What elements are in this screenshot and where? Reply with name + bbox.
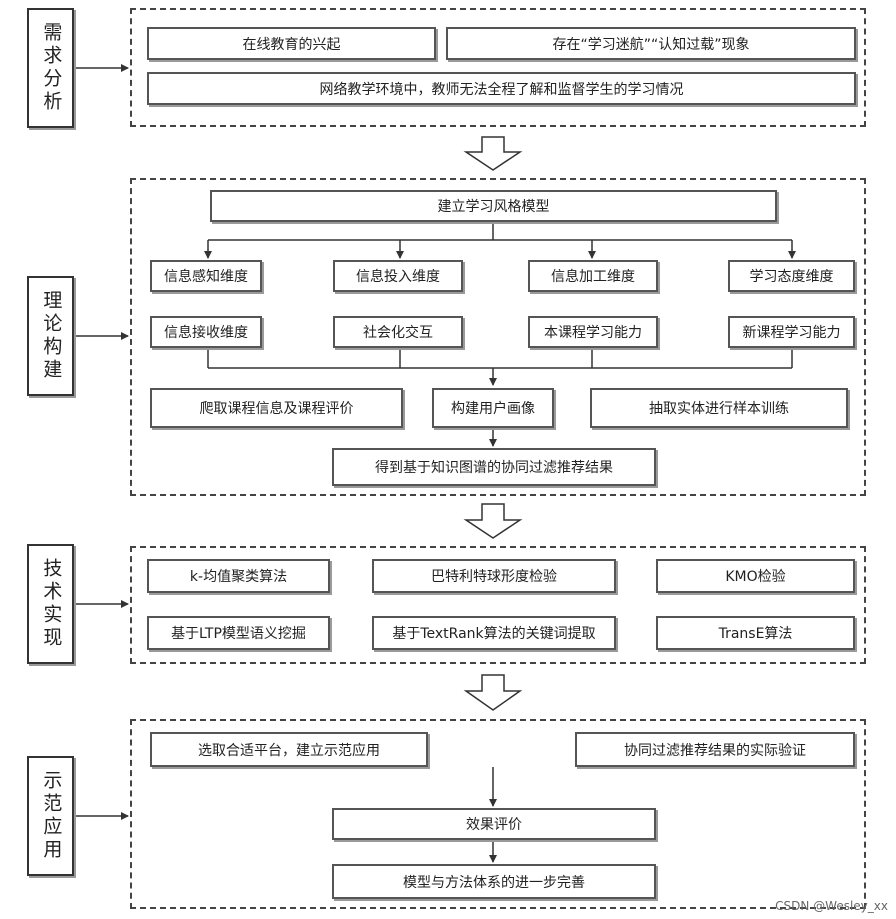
course-learning-ability: 本课程学习能力 [528, 316, 658, 348]
stage-theory-building: 理论构建 [27, 276, 74, 396]
online-education-rise-box: 在线教育的兴起 [147, 27, 436, 60]
effect-evaluation-box: 效果评价 [332, 808, 656, 840]
learning-disorientation-box: 存在“学习迷航”“认知过载”现象 [446, 27, 856, 60]
tech-implementation-frame [130, 546, 866, 664]
demand-analysis-frame [130, 8, 866, 127]
demo-application-frame [130, 719, 866, 909]
user-portrait-box: 构建用户画像 [432, 388, 554, 428]
ltp-semantic-box: 基于LTP模型语义挖掘 [147, 616, 330, 650]
dimension-processing: 信息加工维度 [528, 260, 658, 292]
verify-results-box: 协同过滤推荐结果的实际验证 [575, 732, 855, 767]
model-improvement-box: 模型与方法体系的进一步完善 [332, 864, 656, 899]
social-interaction: 社会化交互 [333, 316, 463, 348]
bartlett-test-box: 巴特利特球形度检验 [372, 559, 616, 593]
stage-demand-analysis: 需求分析 [27, 8, 74, 128]
watermark: CSDN @Wesley_xx [775, 899, 888, 913]
kg-cf-result-box: 得到基于知识图谱的协同过滤推荐结果 [332, 448, 656, 486]
new-course-learning-ability: 新课程学习能力 [728, 316, 855, 348]
kmo-test-box: KMO检验 [656, 559, 855, 593]
kmeans-box: k-均值聚类算法 [147, 559, 330, 593]
stage-demo-application: 示范应用 [27, 756, 74, 876]
select-platform-box: 选取合适平台，建立示范应用 [150, 732, 428, 767]
entity-extraction-box: 抽取实体进行样本训练 [590, 388, 848, 428]
dimension-reception: 信息接收维度 [150, 316, 262, 348]
crawl-course-info-box: 爬取课程信息及课程评价 [150, 388, 403, 428]
hollow-arrow-2 [463, 503, 523, 539]
dimension-attitude: 学习态度维度 [728, 260, 855, 292]
stage-tech-implementation: 技术实现 [27, 544, 74, 664]
hollow-arrow-3 [463, 674, 523, 711]
learning-style-model-box: 建立学习风格模型 [210, 190, 777, 222]
transe-box: TransE算法 [656, 616, 855, 650]
dimension-perception: 信息感知维度 [150, 260, 262, 292]
teacher-monitoring-box: 网络教学环境中，教师无法全程了解和监督学生的学习情况 [147, 72, 856, 105]
theory-building-frame [130, 178, 866, 496]
textrank-keyword-box: 基于TextRank算法的关键词提取 [372, 616, 616, 650]
hollow-arrow-1 [463, 136, 523, 171]
dimension-input: 信息投入维度 [333, 260, 463, 292]
